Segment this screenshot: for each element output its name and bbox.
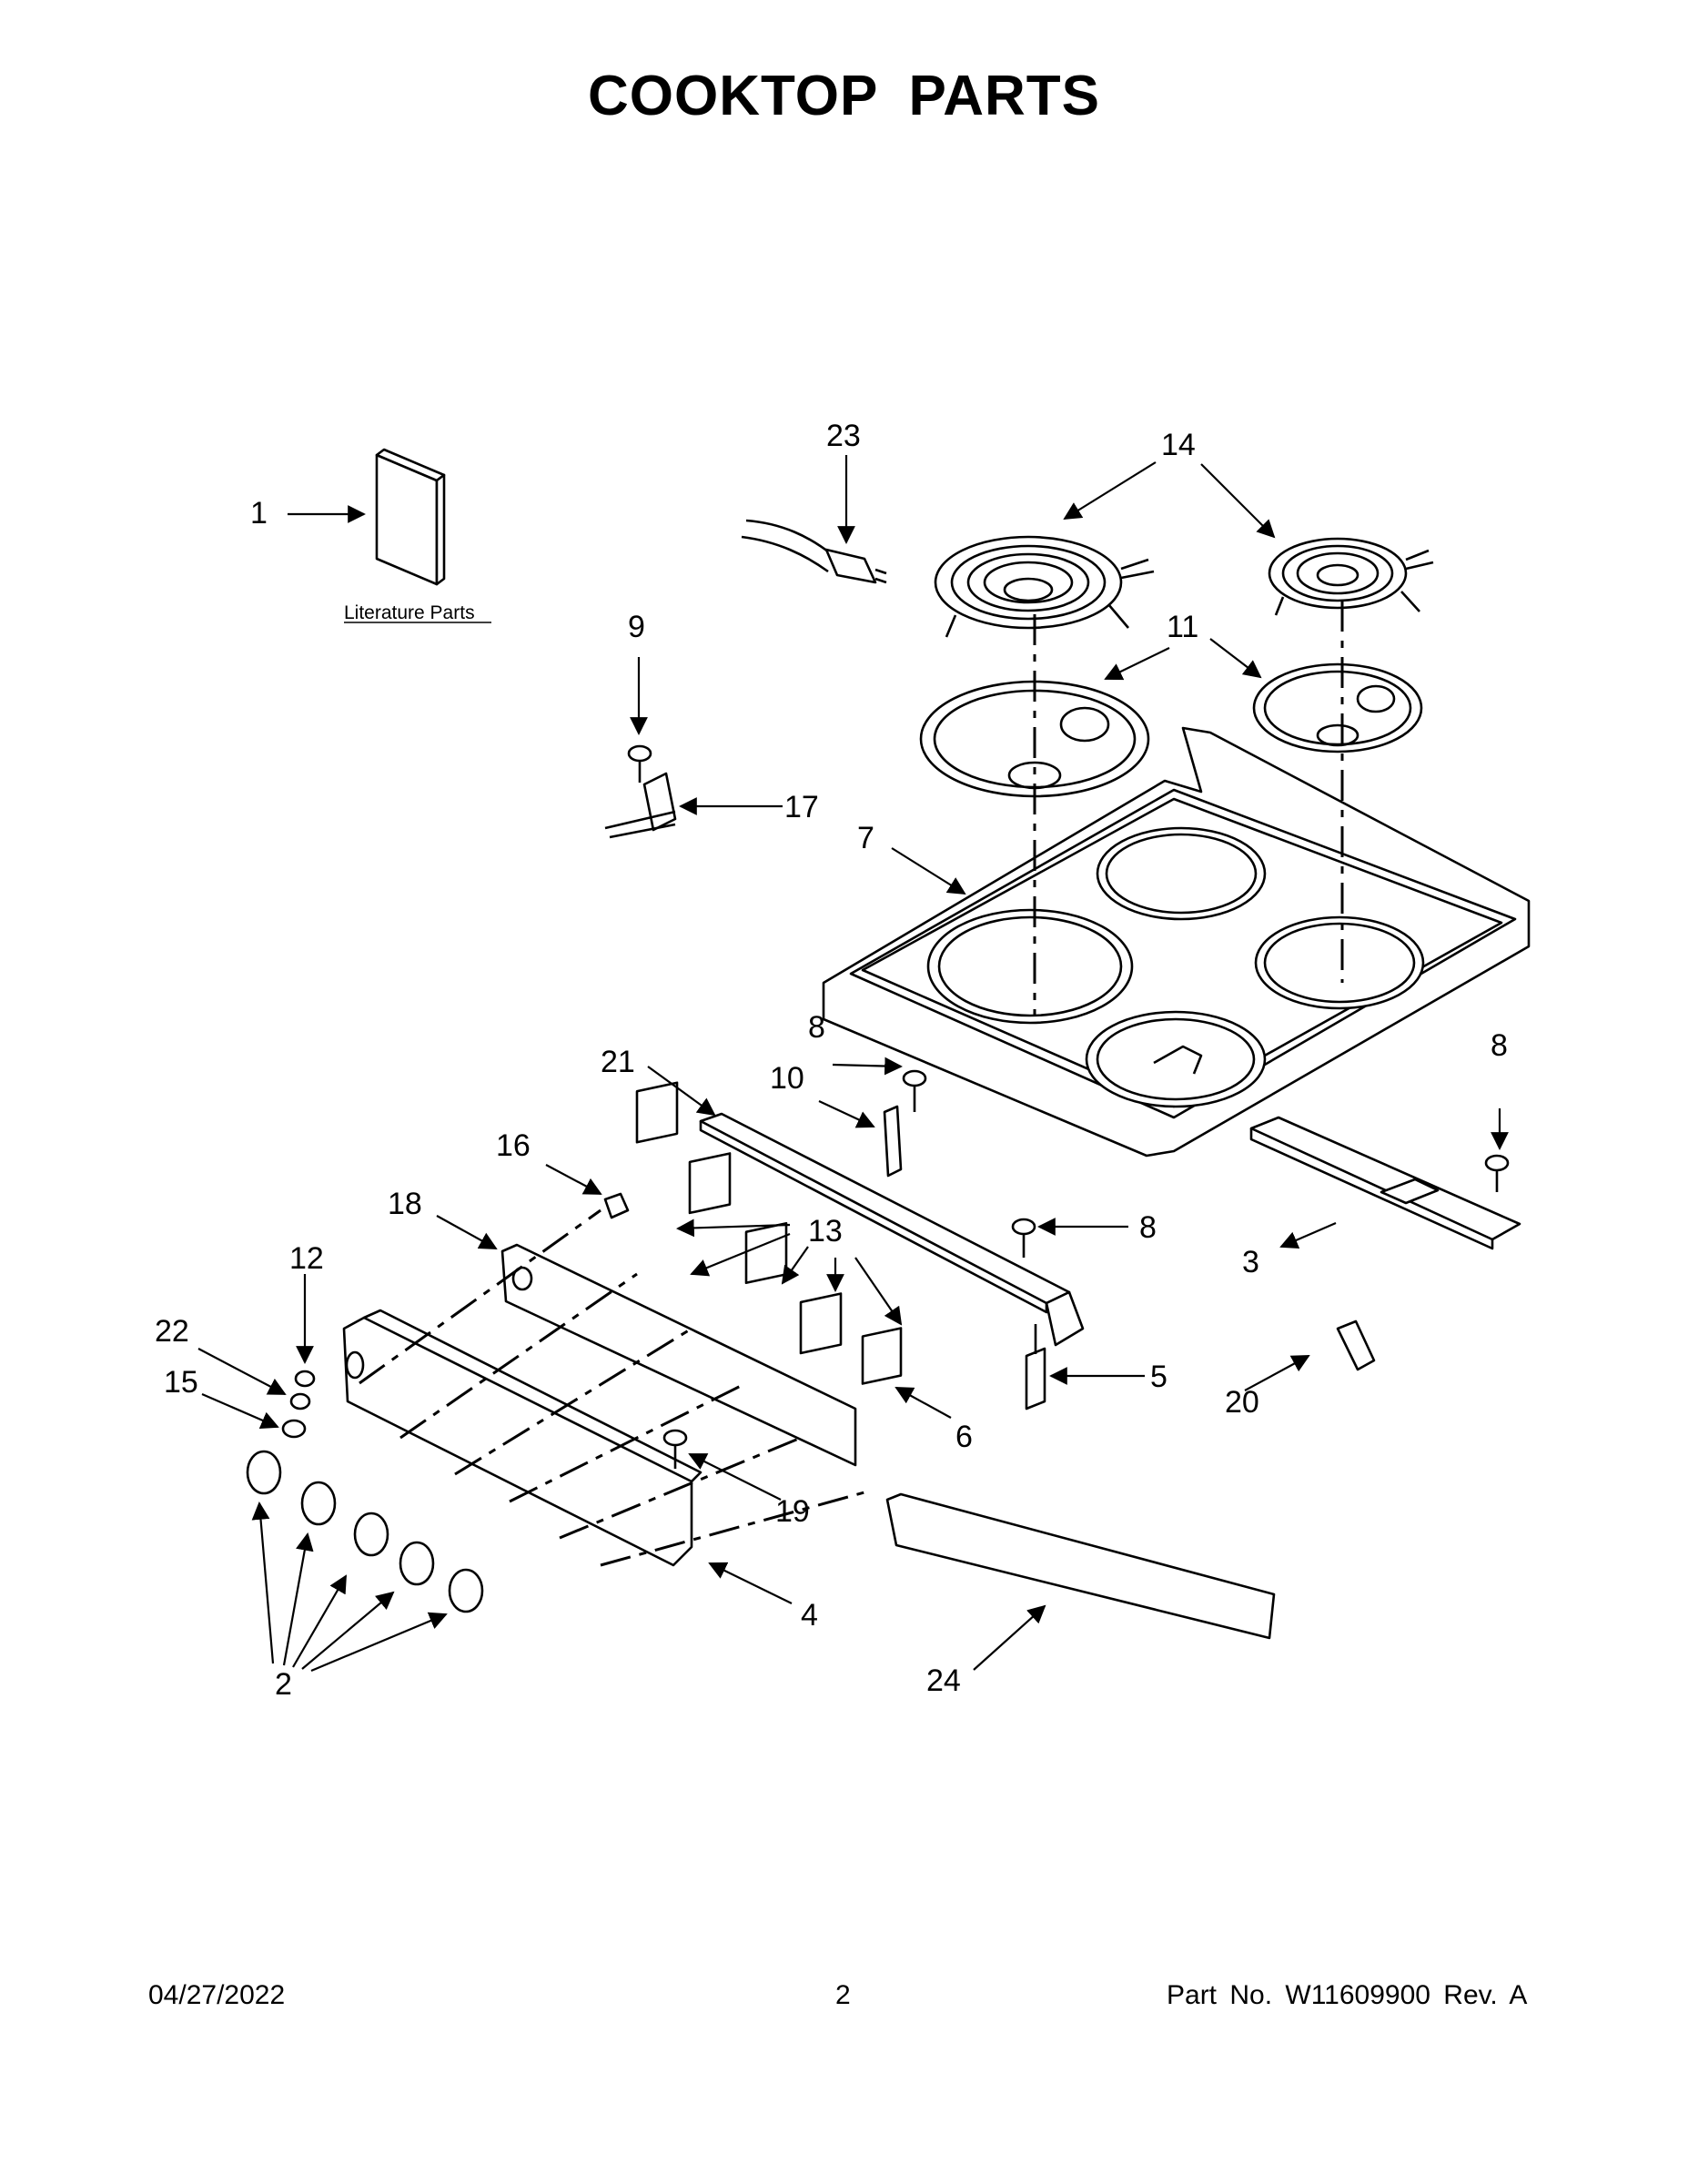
cooktop-panel [822, 726, 1531, 1158]
callout-5: 5 [1150, 1360, 1167, 1394]
clip [1336, 1320, 1376, 1371]
leader-lines [197, 455, 1509, 1673]
literature-parts-book [375, 448, 446, 586]
terminal-block-wire [741, 519, 887, 584]
callout-9: 9 [628, 610, 645, 644]
callout-2: 2 [275, 1667, 292, 1702]
knob-light [603, 1192, 630, 1219]
callout-3: 3 [1242, 1245, 1259, 1279]
footer-date: 04/27/2022 [148, 1980, 286, 2010]
terminal-block [1025, 1324, 1046, 1410]
infinite-switches [635, 1081, 843, 1355]
wire-bracket [604, 772, 677, 839]
callout-18: 18 [388, 1187, 422, 1221]
callout-23: 23 [826, 419, 861, 453]
footer-part-number: Part No. W11609900 Rev. A [1167, 1980, 1528, 2010]
control-panel [342, 1309, 702, 1567]
callout-16: 16 [496, 1128, 531, 1163]
callout-4: 4 [801, 1598, 818, 1633]
bracket [883, 1105, 903, 1178]
knob-spring [289, 1392, 311, 1410]
literature-parts-label: Literature Parts [344, 602, 475, 623]
screw-8-upper [902, 1069, 927, 1112]
callout-6: 6 [955, 1420, 973, 1454]
screw-8-right [1484, 1154, 1510, 1192]
callout-8-upper: 8 [808, 1010, 825, 1045]
callout-10: 10 [770, 1061, 804, 1096]
callout-12: 12 [289, 1241, 324, 1276]
callout-11: 11 [1167, 610, 1198, 644]
callout-8-middle: 8 [1139, 1210, 1157, 1245]
callout-14: 14 [1161, 428, 1196, 462]
footer-page-number: 2 [835, 1980, 851, 2010]
callout-7: 7 [857, 821, 874, 855]
callout-21: 21 [601, 1045, 635, 1079]
callout-19: 19 [775, 1494, 810, 1529]
screw-8-middle [1011, 1218, 1036, 1258]
knob-adapter [281, 1419, 307, 1439]
callout-1: 1 [250, 496, 268, 531]
callout-24: 24 [926, 1663, 961, 1698]
screw-19 [662, 1429, 688, 1469]
callout-15: 15 [164, 1365, 198, 1400]
callout-20: 20 [1225, 1385, 1259, 1420]
callout-8-right: 8 [1491, 1028, 1508, 1063]
page-title: COOKTOP PARTS [588, 65, 1100, 127]
backguard-trim [885, 1492, 1276, 1640]
callout-13: 13 [808, 1214, 843, 1249]
alignment-lines [359, 601, 1344, 1567]
control-knobs [246, 1450, 484, 1613]
callout-17: 17 [784, 790, 819, 824]
support-bar [699, 1112, 1085, 1347]
screw-9 [627, 744, 652, 783]
callout-22: 22 [155, 1314, 189, 1349]
knob-insert [294, 1370, 316, 1388]
surface-element-small [1268, 537, 1434, 616]
cooktop-brace [1249, 1116, 1521, 1250]
oven-switch [861, 1327, 903, 1385]
surface-element-large [934, 535, 1155, 638]
drip-bowl-small [1252, 662, 1423, 753]
